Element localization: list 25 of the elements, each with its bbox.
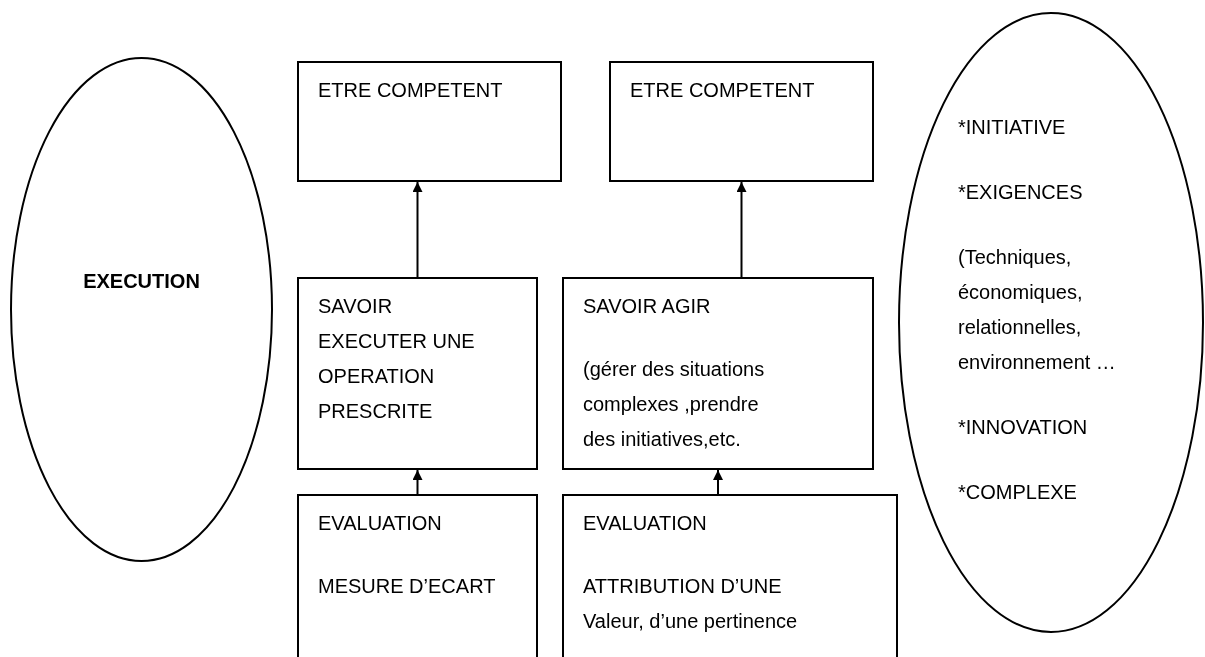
- arrow: [412, 469, 423, 495]
- arrow: [736, 181, 747, 278]
- text-box: [297, 61, 562, 182]
- box-text: ATTRIBUTION D’UNE Valeur, d’une pertinence: [583, 574, 799, 634]
- text-box: [609, 61, 874, 182]
- box-text: EVALUATION: [318, 511, 443, 536]
- oval-text: EXECUTION: [83, 269, 200, 294]
- text-box: [562, 494, 898, 657]
- oval-text: *INITIATIVE: [958, 115, 1066, 140]
- arrow: [713, 469, 723, 495]
- box-text: EVALUATION: [583, 511, 708, 536]
- box-text: MESURE D’ECART: [318, 574, 497, 599]
- box-text: ETRE COMPETENT: [630, 78, 816, 103]
- oval-text: *COMPLEXE: [958, 480, 1077, 505]
- box-text: (gérer des situations complexes ,prendre des initiatives,etc.: [583, 357, 766, 452]
- box-text: SAVOIR AGIR: [583, 294, 712, 319]
- text-box: [297, 494, 538, 657]
- oval-text: (Techniques, économiques, relationnelles, environnement …: [958, 245, 1117, 375]
- box-text: SAVOIR EXECUTER UNE OPERATION PRESCRITE: [318, 294, 476, 424]
- oval-text: *EXIGENCES: [958, 180, 1083, 205]
- arrow: [412, 181, 423, 278]
- text-box: [297, 277, 538, 470]
- box-text: ETRE COMPETENT: [318, 78, 504, 103]
- oval-text: *INNOVATION: [958, 415, 1088, 440]
- text-box: [562, 277, 874, 470]
